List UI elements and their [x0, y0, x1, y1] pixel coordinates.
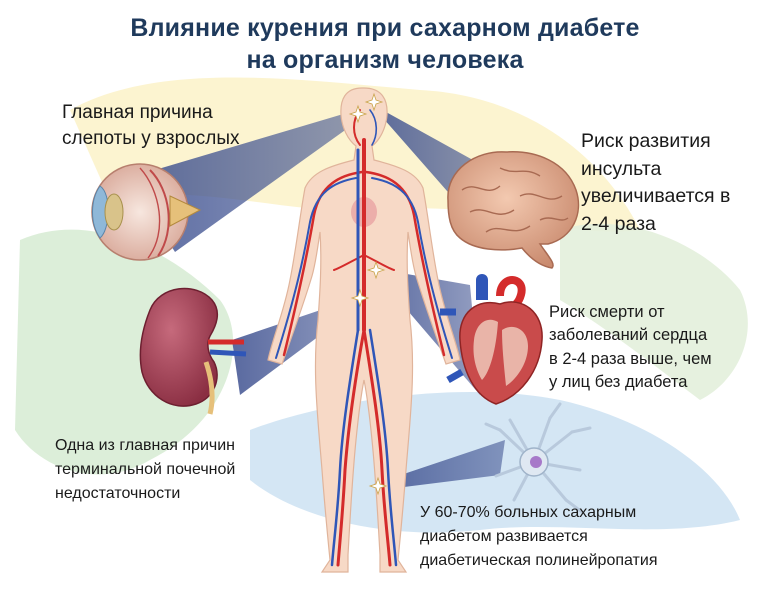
caption-nerve-line: диабетом развивается — [420, 528, 588, 545]
brain-illustration — [447, 151, 580, 269]
eye-illustration — [91, 163, 202, 261]
caption-brain-line: 2-4 раза — [581, 213, 656, 236]
caption-nerve: У 60-70% больных сахарным диабетом разви… — [420, 501, 657, 573]
caption-eye-line: слепоты у взрослых — [62, 128, 240, 150]
human-body-illustration — [267, 87, 461, 573]
caption-heart: Риск смерти от заболеваний сердца в 2-4 … — [549, 301, 712, 395]
caption-eye-line: Главная причина — [62, 102, 213, 123]
caption-brain: Риск развития инсульта увеличивается в 2… — [581, 128, 730, 239]
caption-kidney-line: терминальной почечной — [55, 461, 236, 478]
caption-kidney-line: Одна из главная причин — [55, 437, 235, 454]
caption-kidney: Одна из главная причин терминальной поче… — [55, 434, 235, 506]
caption-brain-line: инсульта — [581, 157, 662, 180]
diagram-title-line-1: Влияние курения при сахарном диабете — [130, 14, 640, 42]
heart-illustration — [440, 274, 543, 405]
kidney-illustration — [139, 287, 247, 415]
caption-heart-line: заболеваний сердца — [549, 326, 708, 345]
caption-nerve-line: У 60-70% больных сахарным — [420, 504, 637, 521]
caption-heart-line: у лиц без диабета — [549, 373, 688, 392]
caption-heart-line: в 2-4 раза выше, чем — [549, 349, 712, 368]
neuron-illustration — [484, 402, 592, 514]
caption-brain-line: Риск развития — [581, 130, 711, 152]
caption-eye: Главная причина слепоты у взрослых — [62, 100, 239, 152]
caption-kidney-line: недостаточности — [55, 485, 181, 502]
diagram-title-line-2: на организм человека — [246, 46, 524, 74]
caption-brain-line: увеличивается в — [581, 185, 731, 208]
caption-heart-line: Риск смерти от — [549, 303, 665, 321]
caption-nerve-line: диабетическая полинейропатия — [420, 552, 658, 569]
highlight-points — [348, 92, 388, 496]
